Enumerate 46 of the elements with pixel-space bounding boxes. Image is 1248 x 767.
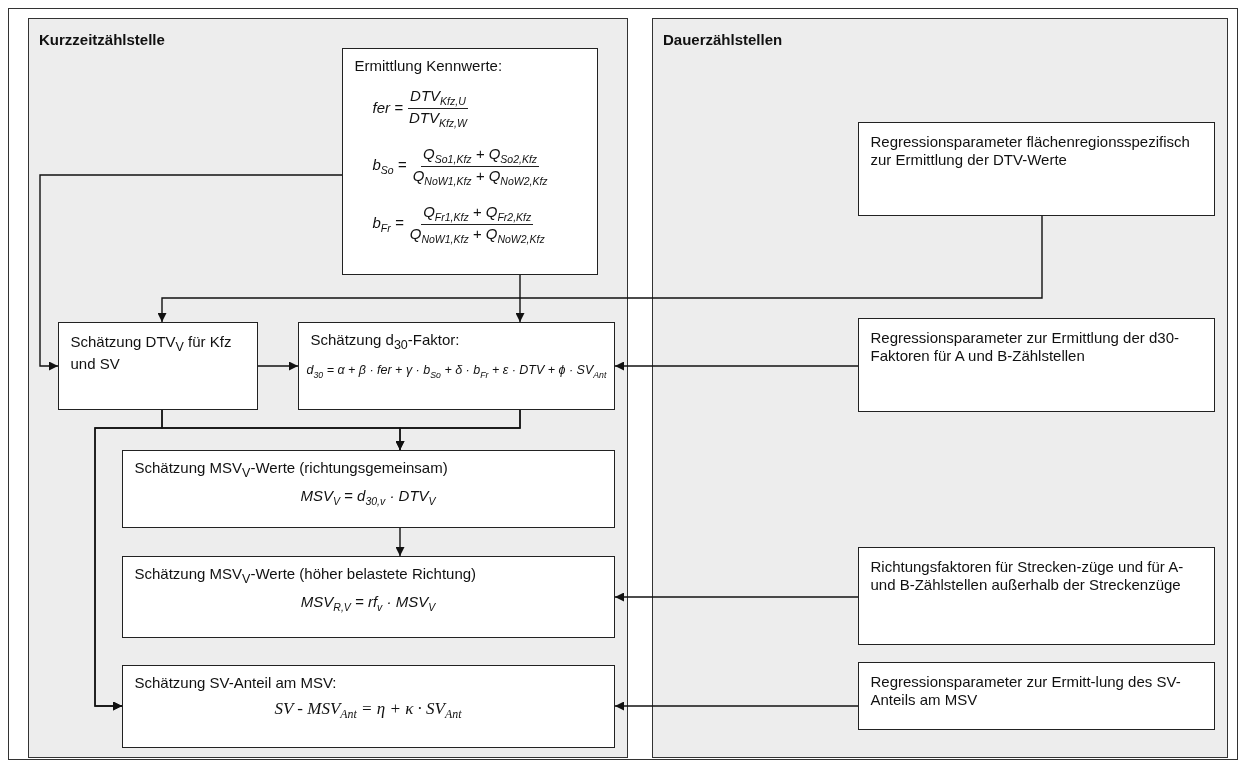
fraction-denominator: DTV$_{Kfz,W}$: [407, 108, 469, 130]
formula-term: b$_{So}$ =: [372, 155, 407, 177]
arrow: [515, 274, 525, 323]
process-box: [857, 546, 1215, 645]
arrow: [257, 361, 299, 371]
process-box: [121, 664, 615, 748]
process-box: [121, 449, 615, 528]
panel-background: [652, 18, 1228, 758]
box-text: Richtungsfaktoren für Strecken-züge und für A- und B-Zählstellen außerhalb der Streckenzüge: [870, 557, 1185, 595]
panel-heading: Kurzzeitzählstelle: [39, 31, 165, 48]
formula: SV - MSV$_{Ant}$ = η + κ · SV$_{Ant}$: [274, 698, 462, 723]
box-text: Schätzung MSV$_{V}$-Werte (richtungsgemeinsam): [134, 458, 448, 482]
process-box: [857, 661, 1215, 730]
process-box: [857, 121, 1215, 216]
fraction-denominator: Q$_{NoW1,Kfz}$ + Q$_{NoW2,Kfz}$: [408, 224, 546, 246]
panel-heading: Dauerzählstellen: [663, 31, 783, 48]
arrow: [157, 215, 1043, 323]
box-text: Regressionsparameter zur Ermitt-lung des SV-Anteils am MSV: [870, 672, 1182, 710]
process-box: [297, 321, 615, 410]
formula: MSV$_{V}$ = d$_{30,v}$ · DTV$_{V}$: [300, 487, 436, 509]
process-box: [57, 321, 258, 410]
fraction-numerator: Q$_{Fr1,Kfz}$ + Q$_{Fr2,Kfz}$: [421, 202, 534, 225]
process-box: [121, 555, 615, 638]
process-box: [857, 317, 1215, 412]
arrow: [614, 592, 859, 602]
arrow: [614, 361, 859, 371]
arrow: [94, 409, 521, 711]
arrow: [614, 701, 859, 711]
formula-term: b$_{Fr}$ =: [372, 213, 404, 235]
formula-term: fer =: [372, 98, 403, 118]
box-text: Schätzung MSV$_{V}$-Werte (höher belastete Richtung): [134, 564, 477, 588]
arrow: [395, 527, 405, 557]
formula: d$_{30}$ = α + β · fer + γ · b$_{So}$ + δ · b$_{Fr}$ + ε · DTV + ϕ · SV$_{Ant}$: [306, 363, 607, 381]
panel-background: [28, 18, 628, 758]
box-heading: Ermittlung Kennwerte:: [354, 56, 503, 76]
box-text: Schätzung SV-Anteil am MSV:: [134, 673, 337, 693]
box-text: Schätzung DTV$_{V}$ für Kfz und SV: [70, 332, 233, 374]
box-text: Schätzung d$_{30}$-Faktor:: [310, 330, 460, 354]
fraction-numerator: Q$_{So1,Kfz}$ + Q$_{So2,Kfz}$: [421, 144, 540, 167]
box-text: Regressionsparameter flächenregionsspezifisch zur Ermittlung der DTV-Werte: [870, 132, 1191, 170]
fraction-denominator: Q$_{NoW1,Kfz}$ + Q$_{NoW2,Kfz}$: [411, 166, 549, 188]
arrow: [39, 174, 343, 371]
box-text: Regressionsparameter zur Ermittlung der d30-Faktoren für A und B-Zählstellen: [870, 328, 1180, 366]
fraction-numerator: DTV$_{Kfz,U}$: [408, 86, 468, 109]
formula: MSV$_{R,V}$ = rf$_{v}$ · MSV$_{V}$: [300, 593, 436, 615]
process-box: [341, 47, 598, 275]
